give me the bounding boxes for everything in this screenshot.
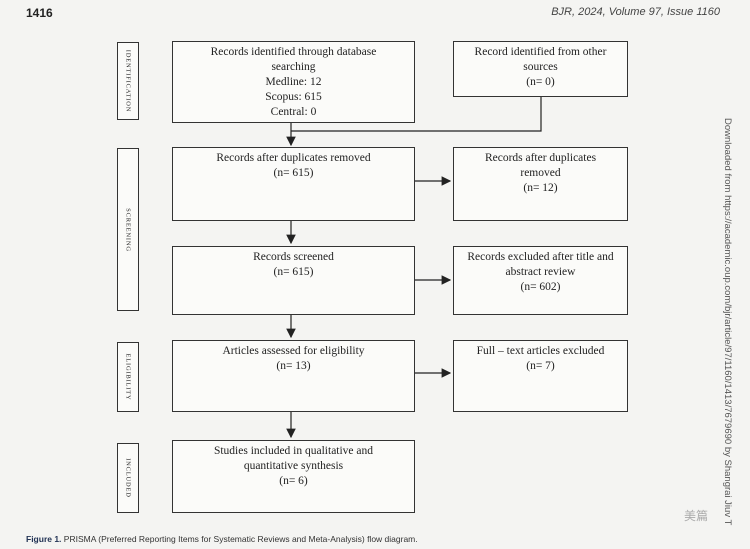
caption-label: Figure 1. (26, 534, 62, 544)
figure-caption: Figure 1. PRISMA (Preferred Reporting It… (26, 534, 418, 544)
box-line: Record identified from other (474, 46, 607, 58)
page-number: 1416 (26, 6, 53, 20)
watermark: 美篇 (684, 509, 709, 523)
box-line: sources (523, 61, 558, 73)
box-line: removed (520, 167, 561, 179)
phase-included: INCLUDED (117, 443, 139, 513)
box-line: Studies included in qualitative and (213, 445, 374, 457)
phase-screening: SCREENING (117, 148, 139, 311)
box-line: Records after duplicates removed (216, 152, 371, 164)
box-line: Articles assessed for eligibility (222, 345, 365, 357)
database-records-box: Records identified through database sear… (172, 41, 415, 123)
after-duplicates-box: Records after duplicates removed (n= 615… (172, 147, 415, 221)
box-line: searching (271, 61, 316, 73)
journal-citation: BJR, 2024, Volume 97, Issue 1160 (551, 6, 720, 18)
box-line: Records screened (253, 251, 334, 263)
box-line: (n= 615) (273, 167, 314, 179)
box-line: Full – text articles excluded (476, 345, 605, 357)
connector-other-sources (291, 97, 542, 132)
fulltext-excluded-box: Full – text articles excluded (n= 7) (453, 340, 628, 412)
box-line: (n= 7) (526, 360, 555, 372)
box-line: Central: 0 (270, 106, 317, 118)
box-line: Medline: 12 (265, 76, 322, 88)
box-line: (n= 6) (279, 475, 308, 487)
box-line: Records excluded after title and (467, 251, 614, 263)
box-line: (n= 12) (523, 182, 558, 194)
box-line: Records identified through database (210, 46, 377, 58)
other-sources-box: Record identified from other sources (n=… (453, 41, 628, 97)
box-line: (n= 602) (520, 281, 561, 293)
box-line: (n= 615) (273, 266, 314, 278)
download-note: Downloaded from https://academic.oup.com… (722, 118, 733, 526)
box-line: (n= 0) (526, 76, 555, 88)
box-line: quantitative synthesis (243, 460, 344, 472)
phase-identification: IDENTIFICATION (117, 42, 139, 120)
duplicates-removed-box: Records after duplicates removed (n= 12) (453, 147, 628, 221)
box-line: (n= 13) (276, 360, 311, 372)
eligibility-box: Articles assessed for eligibility (n= 13… (172, 340, 415, 412)
box-line: Scopus: 615 (265, 91, 322, 103)
caption-text: PRISMA (Preferred Reporting Items for Sy… (61, 534, 418, 544)
phase-eligibility: ELIGIBILITY (117, 342, 139, 412)
excluded-title-box: Records excluded after title and abstrac… (453, 246, 628, 315)
box-line: Records after duplicates (484, 152, 597, 164)
included-studies-box: Studies included in qualitative and quan… (172, 440, 415, 513)
records-screened-box: Records screened (n= 615) (172, 246, 415, 315)
box-line: abstract review (505, 266, 576, 278)
